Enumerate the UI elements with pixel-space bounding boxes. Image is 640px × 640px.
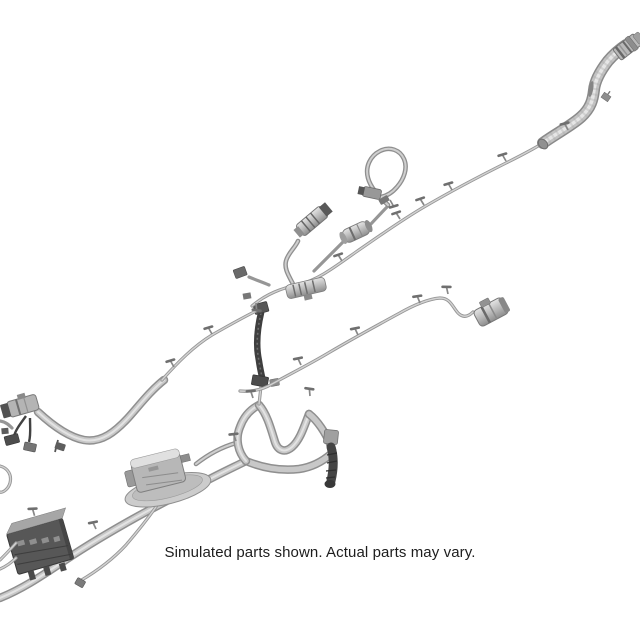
junction-block-connector [6, 505, 74, 581]
hanging-wire-connector [74, 577, 86, 588]
cylinder-connector [312, 205, 389, 273]
loop-end-connector [357, 186, 382, 200]
bracket-module [124, 448, 212, 508]
tube-end-fitting [612, 31, 640, 61]
left-connector-cluster [0, 309, 258, 453]
branch-end-connector [473, 297, 510, 327]
lower-harness-run [0, 461, 246, 598]
connector-cluster [232, 202, 333, 301]
inline-ribbed-module [285, 277, 327, 301]
wire-loop [357, 149, 405, 205]
main-harness-line [250, 141, 545, 308]
corrugated-tube [536, 31, 640, 150]
disclaimer-caption: Simulated parts shown. Actual parts may … [164, 544, 476, 561]
middle-branch-line [238, 296, 510, 393]
dark-end-connector [323, 429, 339, 488]
ribbed-connector [293, 202, 333, 238]
harness-weave-loops [196, 405, 339, 488]
